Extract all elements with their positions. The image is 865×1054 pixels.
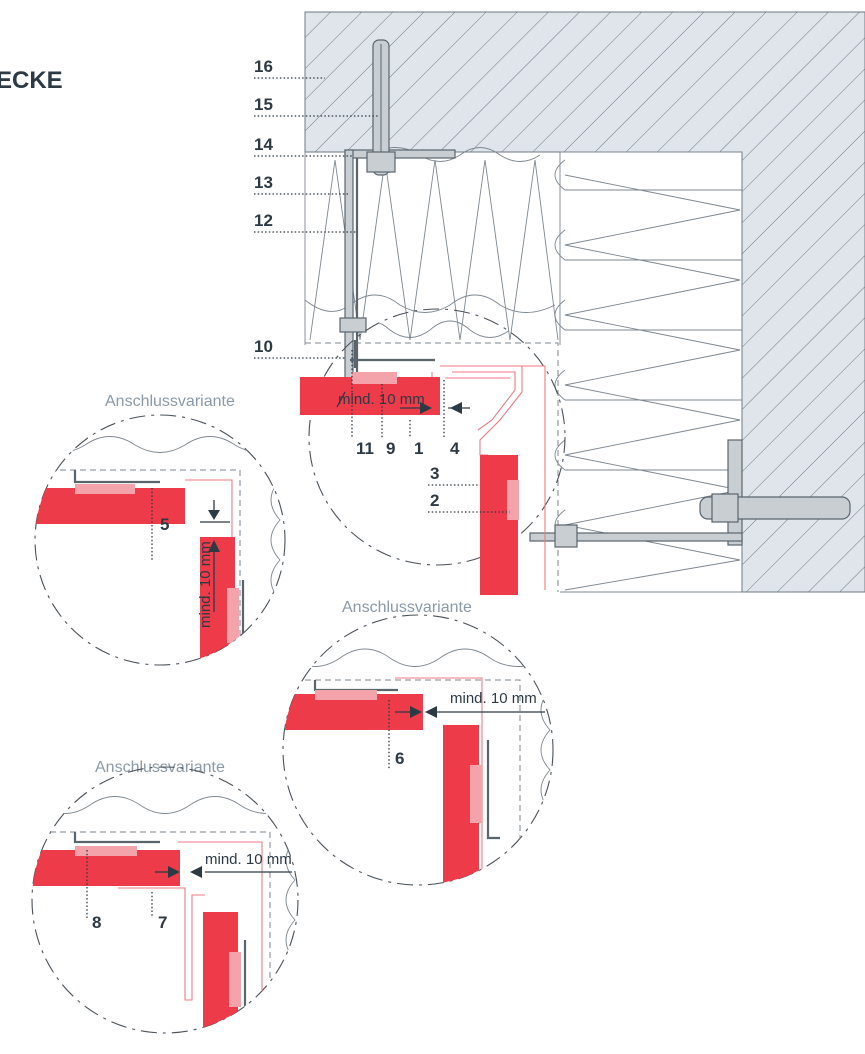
corner-outline — [305, 342, 559, 592]
callouts-main: 16 15 14 13 12 10 11 9 1 4 3 2 — [254, 57, 510, 513]
variant-label-left: Anschlussvariante — [105, 393, 235, 410]
detail-circle-right — [282, 614, 554, 886]
label-12: 12 — [254, 211, 273, 230]
panel-clip-top — [352, 372, 397, 384]
label-15: 15 — [254, 95, 273, 114]
variant-left-dimension: mind. 10 mm — [197, 500, 230, 628]
label-3: 3 — [430, 464, 439, 483]
label-9: 9 — [386, 439, 395, 458]
label-14: 14 — [254, 135, 273, 154]
label-10: 10 — [254, 337, 273, 356]
label-7: 7 — [158, 913, 167, 932]
variant-bottom-dimension: mind. 10 mm — [155, 851, 292, 878]
label-1: 1 — [414, 439, 423, 458]
subframe-right — [529, 439, 851, 548]
panel-vertical — [480, 455, 518, 595]
detail-circle-bottom — [31, 766, 299, 1034]
variant-right-detail — [285, 648, 553, 885]
mounting-angle-main — [350, 340, 435, 368]
label-11: 11 — [356, 439, 374, 458]
panel-clip-side — [507, 480, 519, 520]
label-4: 4 — [450, 439, 460, 458]
detail-circle-main — [308, 308, 566, 566]
variant-right-dimension: mind. 10 mm — [395, 690, 545, 718]
label-2: 2 — [430, 491, 439, 510]
dimension-left-label: mind. 10 mm — [197, 541, 214, 628]
detail-circle-left — [34, 414, 286, 666]
subframe-top — [339, 39, 456, 381]
label-16: 16 — [254, 57, 273, 76]
label-13: 13 — [254, 173, 273, 192]
label-5: 5 — [160, 515, 169, 534]
dimension-right-label: mind. 10 mm — [450, 690, 537, 707]
dimension-bottom-label: mind. 10 mm — [205, 851, 292, 868]
label-6: 6 — [395, 749, 404, 768]
label-8: 8 — [92, 913, 101, 932]
variant-left-detail — [35, 436, 285, 665]
insulation-top — [304, 147, 561, 345]
variant-bottom-detail — [32, 796, 298, 1033]
insulation-right — [554, 151, 742, 593]
page-title: ECKE — [0, 67, 63, 94]
variant-label-right: Anschlussvariante — [342, 599, 472, 616]
corner-profile — [431, 365, 546, 590]
